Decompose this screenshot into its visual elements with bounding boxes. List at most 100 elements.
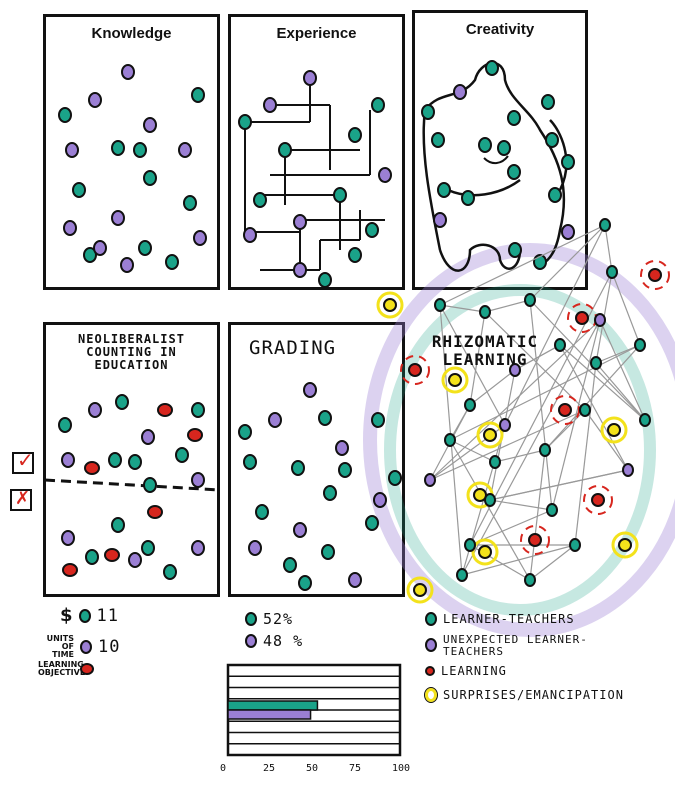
rhizome-link (504, 224, 606, 426)
counting-dot (175, 447, 189, 463)
knowledge-dot (65, 142, 79, 158)
knowledge-dot (111, 140, 125, 156)
learning-halo (583, 485, 613, 515)
creativity-dot (507, 110, 521, 126)
experience-dot (238, 114, 252, 130)
teal-count: 11 (96, 605, 120, 626)
x-tick-label: 25 (263, 763, 276, 774)
rhizome-dot (622, 463, 634, 477)
creativity-dot (478, 137, 492, 153)
dollar-label: $ (60, 605, 73, 626)
learning-dot (558, 403, 572, 417)
rhizome-link (449, 344, 641, 441)
knowledge-dot (143, 170, 157, 186)
counting-dot (88, 402, 102, 418)
counting-dot (61, 530, 75, 546)
knowledge-dot (165, 254, 179, 270)
counting-dot (141, 540, 155, 556)
rhizome-link (439, 304, 506, 426)
learning-dot (408, 363, 422, 377)
rhizome-link (559, 344, 646, 421)
creativity-dot (437, 182, 451, 198)
rhizome-dot (489, 455, 501, 469)
experience-dot (253, 192, 267, 208)
purple-count: 10 (98, 637, 121, 657)
units-of-time-label: UNITS OF TIME (46, 634, 74, 659)
grading-dot (291, 460, 305, 476)
rhizome-link (559, 344, 629, 471)
counting-threshold-line (44, 478, 221, 492)
grading-dot (323, 485, 337, 501)
knowledge-dot (138, 240, 152, 256)
knowledge-dot (120, 257, 134, 273)
grading-dot (298, 575, 312, 591)
grading-dot (348, 572, 362, 588)
surprise-halo (406, 576, 434, 604)
creativity-dot (561, 154, 575, 170)
rhizome-link (469, 369, 516, 406)
rhizome-link (449, 439, 496, 463)
experience-dot (303, 70, 317, 86)
rhizome-dot (579, 403, 591, 417)
teal-dot-icon (425, 612, 437, 626)
grading-dot (293, 522, 307, 538)
knowledge-dot (72, 182, 86, 198)
experience-dot (378, 167, 392, 183)
grading-legend-row-teal: 52% (245, 610, 293, 628)
surprise-dot (448, 373, 462, 387)
rhizome-link (461, 544, 576, 576)
teal-wash (384, 284, 656, 616)
counting-dot (143, 477, 157, 493)
counting-dot (147, 505, 163, 519)
learning-dot (575, 311, 589, 325)
legend-unexpected: UNEXPECTED LEARNER-TEACHERS (425, 634, 593, 658)
count-legend: $ 11 UNITS OF TIME 10 LEARNING OBJECTIVE (38, 603, 158, 683)
grading-title: GRADING (249, 337, 337, 359)
surprise-halo (476, 421, 504, 449)
counting-dot (85, 549, 99, 565)
count-legend-row-red: LEARNING OBJECTIVE (38, 661, 94, 677)
yellow-ring-icon (424, 687, 438, 703)
knowledge-dot (111, 210, 125, 226)
cat-smile (483, 155, 509, 164)
creativity-dot (485, 60, 499, 76)
learning-dot (528, 533, 542, 547)
rhizome-dot (554, 338, 566, 352)
grading-dot (321, 544, 335, 560)
rhizome-link (551, 319, 601, 511)
grading-dot (268, 412, 282, 428)
rhizome-legend: LEARNER-TEACHERS UNEXPECTED LEARNER-TEAC… (424, 612, 665, 712)
experience-dot (243, 227, 257, 243)
grading-dot (318, 410, 332, 426)
purple-wash (363, 243, 675, 637)
counting-dot (128, 552, 142, 568)
counting-dot (157, 403, 173, 417)
rhizome-dot (444, 433, 456, 447)
rhizome-link (514, 344, 561, 371)
grading-dot (388, 470, 402, 486)
counting-dot (191, 402, 205, 418)
creativity-dot (545, 132, 559, 148)
grading-dot (303, 382, 317, 398)
creativity-dot (453, 84, 467, 100)
learning-label: LEARNING (441, 664, 507, 678)
knowledge-dot (58, 107, 72, 123)
rhizomatic-title: RHIZOMATIC LEARNING (431, 332, 539, 369)
rhizome-link (599, 319, 646, 421)
experience-dot (348, 247, 362, 263)
learning-halo (640, 260, 670, 290)
rhizome-dot (634, 338, 646, 352)
x-tick-label: 100 (392, 763, 411, 774)
rhizome-link (595, 362, 646, 421)
counting-dot (163, 564, 177, 580)
creativity-dot (431, 132, 445, 148)
surprise-halo (611, 531, 639, 559)
rhizome-dot (479, 305, 491, 319)
counting-dot (111, 517, 125, 533)
counting-dot (115, 394, 129, 410)
experience-title: Experience (276, 25, 357, 42)
legend-surprises: SURPRISES/EMANCIPATION (424, 687, 624, 703)
counting-dot (191, 540, 205, 556)
surprise-dot (383, 298, 397, 312)
